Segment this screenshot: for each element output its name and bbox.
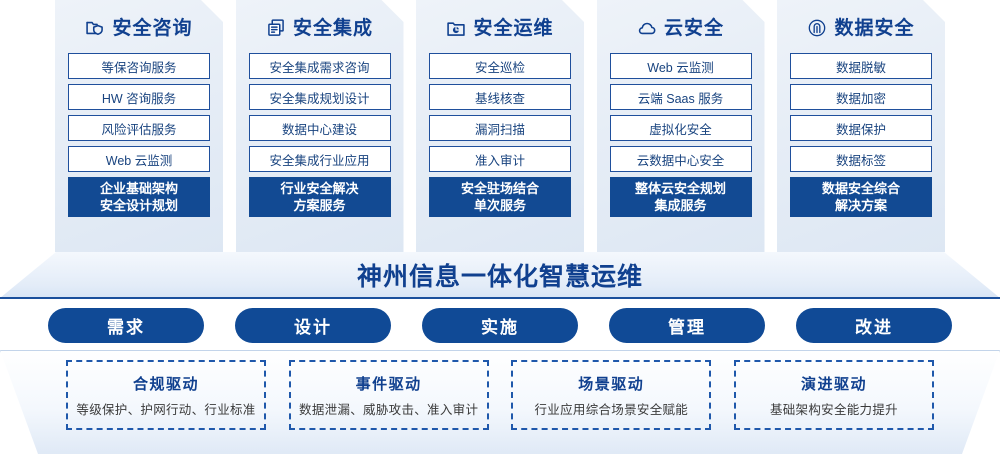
column-header: 云安全	[610, 12, 752, 44]
drivers-section: 合规驱动 等级保护、护网行动、行业标准 事件驱动 数据泄漏、威胁攻击、准入审计 …	[0, 350, 1000, 458]
folder-chart-icon	[446, 18, 466, 38]
fingerprint-icon	[807, 18, 827, 38]
column-summary-card[interactable]: 安全驻场结合 单次服务	[429, 177, 571, 217]
capability-column-security-operations[interactable]: 安全运维 安全巡检 基线核查 漏洞扫描 准入审计 安全驻场结合 单次服务	[416, 0, 584, 252]
column-summary-card[interactable]: 数据安全综合 解决方案	[790, 177, 932, 217]
driver-subtitle: 行业应用综合场景安全赋能	[534, 402, 689, 417]
drivers-backdrop	[0, 350, 1000, 454]
pill-design[interactable]: 设计	[235, 308, 391, 343]
column-header: 数据安全	[790, 12, 932, 44]
service-item[interactable]: 数据标签	[790, 146, 932, 172]
column-title: 安全集成	[292, 17, 373, 39]
service-item[interactable]: 风险评估服务	[68, 115, 210, 141]
service-item[interactable]: 安全巡检	[429, 53, 571, 79]
capability-column-cloud-security[interactable]: 云安全 Web 云监测 云端 Saas 服务 虚拟化安全 云数据中心安全 整体云…	[597, 0, 765, 252]
banner-title: 神州信息一体化智慧运维	[356, 263, 643, 291]
service-item[interactable]: 数据保护	[790, 115, 932, 141]
pill-requirement[interactable]: 需求	[48, 308, 204, 343]
summary-line: 安全驻场结合	[460, 180, 539, 196]
service-item[interactable]: HW 咨询服务	[68, 84, 210, 110]
service-item[interactable]: 云数据中心安全	[610, 146, 752, 172]
column-title: 云安全	[663, 17, 724, 39]
driver-compliance[interactable]: 合规驱动 等级保护、护网行动、行业标准	[66, 360, 266, 430]
service-item[interactable]: 漏洞扫描	[429, 115, 571, 141]
pill-improvement[interactable]: 改进	[796, 308, 952, 343]
driver-incident[interactable]: 事件驱动 数据泄漏、威胁攻击、准入审计	[288, 360, 489, 430]
service-item[interactable]: 准入审计	[429, 146, 571, 172]
service-item[interactable]: 数据中心建设	[249, 115, 391, 141]
service-item[interactable]: 安全集成规划设计	[249, 84, 391, 110]
column-header: 安全运维	[429, 12, 571, 44]
lifecycle-pills: 需求 设计 实施 管理 改进	[0, 308, 1000, 346]
column-title: 安全运维	[473, 17, 554, 39]
banner-underline	[0, 297, 1000, 299]
summary-line: 集成服务	[654, 198, 707, 213]
drivers-row: 合规驱动 等级保护、护网行动、行业标准 事件驱动 数据泄漏、威胁攻击、准入审计 …	[0, 360, 1000, 444]
summary-line: 行业安全解决	[280, 180, 359, 196]
capability-column-security-integration[interactable]: 安全集成 安全集成需求咨询 安全集成规划设计 数据中心建设 安全集成行业应用 行…	[236, 0, 404, 252]
platform-banner: 神州信息一体化智慧运维	[0, 252, 1000, 300]
service-item[interactable]: 数据脱敏	[790, 53, 932, 79]
banner-shape	[0, 252, 1000, 298]
service-item[interactable]: 基线核查	[429, 84, 571, 110]
driver-title: 合规驱动	[132, 375, 199, 393]
driver-subtitle: 等级保护、护网行动、行业标准	[76, 402, 256, 417]
service-item[interactable]: 安全集成需求咨询	[249, 53, 391, 79]
driver-title: 事件驱动	[355, 375, 422, 393]
service-item[interactable]: Web 云监测	[68, 146, 210, 172]
cloud-icon	[637, 18, 657, 38]
summary-line: 解决方案	[834, 198, 887, 213]
service-item[interactable]: Web 云监测	[610, 53, 752, 79]
service-item[interactable]: 数据加密	[790, 84, 932, 110]
column-header: 安全咨询	[68, 12, 210, 44]
summary-line: 单次服务	[473, 198, 526, 213]
service-item[interactable]: 等保咨询服务	[68, 53, 210, 79]
column-summary-card[interactable]: 企业基础架构 安全设计规划	[68, 177, 210, 217]
capability-column-security-consulting[interactable]: 安全咨询 等保咨询服务 HW 咨询服务 风险评估服务 Web 云监测 企业基础架…	[55, 0, 223, 252]
folder-shield-icon	[85, 18, 105, 38]
driver-subtitle: 数据泄漏、威胁攻击、准入审计	[299, 402, 479, 417]
driver-subtitle: 基础架构安全能力提升	[769, 402, 898, 417]
summary-line: 安全设计规划	[99, 198, 178, 213]
capability-columns: 安全咨询 等保咨询服务 HW 咨询服务 风险评估服务 Web 云监测 企业基础架…	[0, 0, 1000, 252]
service-item[interactable]: 虚拟化安全	[610, 115, 752, 141]
driver-title: 场景驱动	[578, 375, 645, 393]
driver-evolution[interactable]: 演进驱动 基础架构安全能力提升	[733, 360, 934, 430]
column-header: 安全集成	[249, 12, 391, 44]
driver-scenario[interactable]: 场景驱动 行业应用综合场景安全赋能	[511, 360, 712, 430]
pill-management[interactable]: 管理	[609, 308, 765, 343]
summary-line: 企业基础架构	[99, 180, 178, 196]
column-summary-card[interactable]: 整体云安全规划 集成服务	[610, 177, 752, 217]
pill-implementation[interactable]: 实施	[422, 308, 578, 343]
column-title: 数据安全	[834, 17, 915, 39]
summary-line: 整体云安全规划	[634, 180, 726, 196]
service-item[interactable]: 云端 Saas 服务	[610, 84, 752, 110]
stacked-documents-icon	[266, 18, 286, 38]
summary-line: 方案服务	[293, 198, 346, 213]
column-summary-card[interactable]: 行业安全解决 方案服务	[249, 177, 391, 217]
driver-title: 演进驱动	[800, 375, 867, 393]
column-title: 安全咨询	[112, 17, 193, 39]
service-item[interactable]: 安全集成行业应用	[249, 146, 391, 172]
summary-line: 数据安全综合	[821, 180, 900, 196]
capability-column-data-security[interactable]: 数据安全 数据脱敏 数据加密 数据保护 数据标签 数据安全综合 解决方案	[777, 0, 945, 252]
